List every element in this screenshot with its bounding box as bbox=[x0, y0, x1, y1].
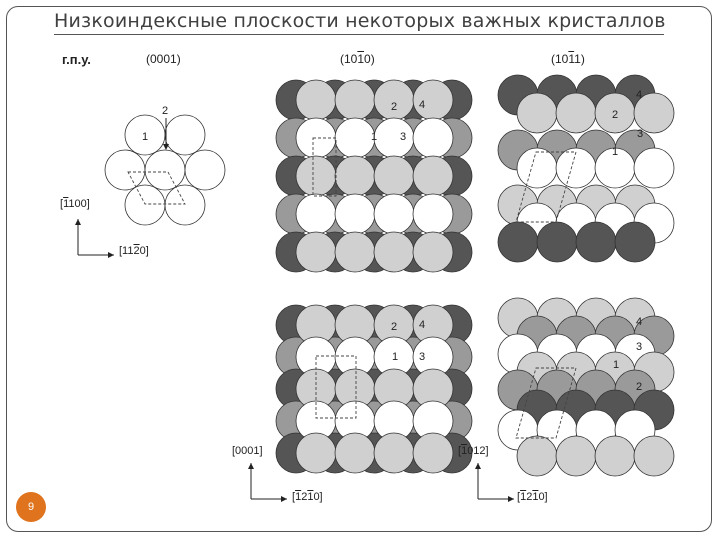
unit-cell-outline bbox=[315, 355, 357, 419]
atom-w bbox=[373, 193, 415, 235]
atom-l bbox=[295, 432, 337, 474]
atom-w bbox=[104, 149, 146, 191]
atom-w bbox=[412, 117, 454, 159]
atom-l bbox=[594, 435, 636, 477]
layer-marker-2: 3 bbox=[636, 341, 642, 353]
atom-l bbox=[555, 92, 597, 134]
layer-marker-0: 1 bbox=[371, 131, 377, 143]
atom-w bbox=[144, 149, 186, 191]
atom-l bbox=[516, 435, 558, 477]
layer-marker-3: 4 bbox=[636, 316, 642, 328]
layer-marker-1: 2 bbox=[636, 381, 642, 393]
atom-w bbox=[555, 147, 597, 189]
page-number: 9 bbox=[27, 501, 35, 513]
layer-marker-1: 2 bbox=[162, 105, 168, 117]
unit-cell-outline bbox=[127, 171, 186, 205]
atom-w bbox=[412, 193, 454, 235]
plane-label-0001: (0001) bbox=[146, 52, 181, 66]
atom-l bbox=[373, 231, 415, 273]
hcp-vertical-arrowhead bbox=[75, 219, 81, 225]
layer-marker-1: 2 bbox=[612, 109, 618, 121]
atom-l bbox=[555, 435, 597, 477]
mid-horizontal-arrowhead bbox=[281, 496, 287, 502]
plane-label-1011: (1011) bbox=[551, 52, 585, 66]
layer-marker-0: 1 bbox=[612, 146, 618, 158]
direction-label-hcp-vertical: [1100] bbox=[60, 198, 90, 210]
atom-l bbox=[295, 155, 337, 197]
atom-l bbox=[412, 432, 454, 474]
direction-label-right-horizontal: [1210] bbox=[517, 491, 548, 503]
layer-marker-3: 4 bbox=[419, 319, 425, 331]
atom-l bbox=[373, 155, 415, 197]
atom-l bbox=[334, 155, 376, 197]
atom-w bbox=[373, 117, 415, 159]
atom-d bbox=[536, 221, 578, 263]
atom-w bbox=[334, 117, 376, 159]
layer-marker-3: 4 bbox=[636, 89, 642, 101]
page-number-badge: 9 bbox=[16, 492, 46, 522]
atom-l bbox=[334, 79, 376, 121]
hcp-horizontal-arrowhead bbox=[108, 252, 114, 258]
atom-l bbox=[373, 79, 415, 121]
atom-w bbox=[164, 184, 206, 226]
layer-marker-0: 1 bbox=[392, 351, 398, 363]
atom-w bbox=[633, 147, 675, 189]
atom-l bbox=[295, 79, 337, 121]
layer-marker-0: 1 bbox=[613, 359, 619, 371]
atom-l bbox=[412, 155, 454, 197]
atom-l bbox=[334, 432, 376, 474]
layer-marker-3: 4 bbox=[419, 99, 425, 111]
atom-w bbox=[184, 149, 226, 191]
layer-marker-2: 3 bbox=[637, 128, 643, 140]
atom-w bbox=[164, 114, 206, 156]
direction-label-mid-horizontal: [1210] bbox=[292, 491, 323, 503]
plane-1011-top: 4 2 3 1 bbox=[497, 74, 675, 263]
slide-title: Низкоиндексные плоскости некоторых важны… bbox=[54, 10, 665, 35]
unit-cell-outline bbox=[515, 367, 577, 439]
atom-d bbox=[614, 221, 656, 263]
layer-marker-2: 3 bbox=[419, 351, 425, 363]
atom-l bbox=[412, 231, 454, 273]
atom-l bbox=[334, 231, 376, 273]
layer-marker-1: 2 bbox=[391, 321, 397, 333]
atom-w bbox=[516, 147, 558, 189]
plane-1012-bottom: 4 3 1 2 bbox=[497, 297, 675, 477]
layer-marker-2: 3 bbox=[400, 131, 406, 143]
atom-l bbox=[633, 435, 675, 477]
atom-l bbox=[295, 231, 337, 273]
layer-marker-1: 2 bbox=[391, 101, 397, 113]
right-horizontal-arrowhead bbox=[508, 496, 514, 502]
plane-1010-bottom: 2 4 1 3 bbox=[275, 304, 473, 474]
direction-axes bbox=[75, 219, 514, 502]
direction-label-hcp-horizontal: [1120] bbox=[119, 245, 149, 257]
plane-1010-top: 2 4 1 3 bbox=[275, 79, 473, 273]
plane-label-1010: (1010) bbox=[340, 52, 375, 66]
layer-marker-0: 1 bbox=[142, 131, 148, 143]
unit-cell-outline bbox=[312, 137, 337, 197]
atom-l bbox=[373, 432, 415, 474]
site-arrow-head bbox=[163, 144, 169, 150]
unit-cell-outline bbox=[515, 151, 577, 223]
direction-label-mid-vertical: [0001] bbox=[232, 445, 263, 457]
hcp-0001-plane: 21 bbox=[104, 105, 226, 226]
mid-vertical-arrowhead bbox=[248, 463, 254, 469]
atom-w bbox=[295, 193, 337, 235]
structure-label: г.п.у. bbox=[62, 52, 91, 67]
atom-d bbox=[497, 221, 539, 263]
direction-label-right-vertical: [1012] bbox=[458, 445, 489, 457]
atom-w bbox=[124, 184, 166, 226]
slide-frame bbox=[6, 6, 712, 532]
atom-d bbox=[575, 221, 617, 263]
atom-l bbox=[516, 92, 558, 134]
atom-l bbox=[633, 92, 675, 134]
right-vertical-arrowhead bbox=[475, 463, 481, 469]
atom-w bbox=[334, 193, 376, 235]
